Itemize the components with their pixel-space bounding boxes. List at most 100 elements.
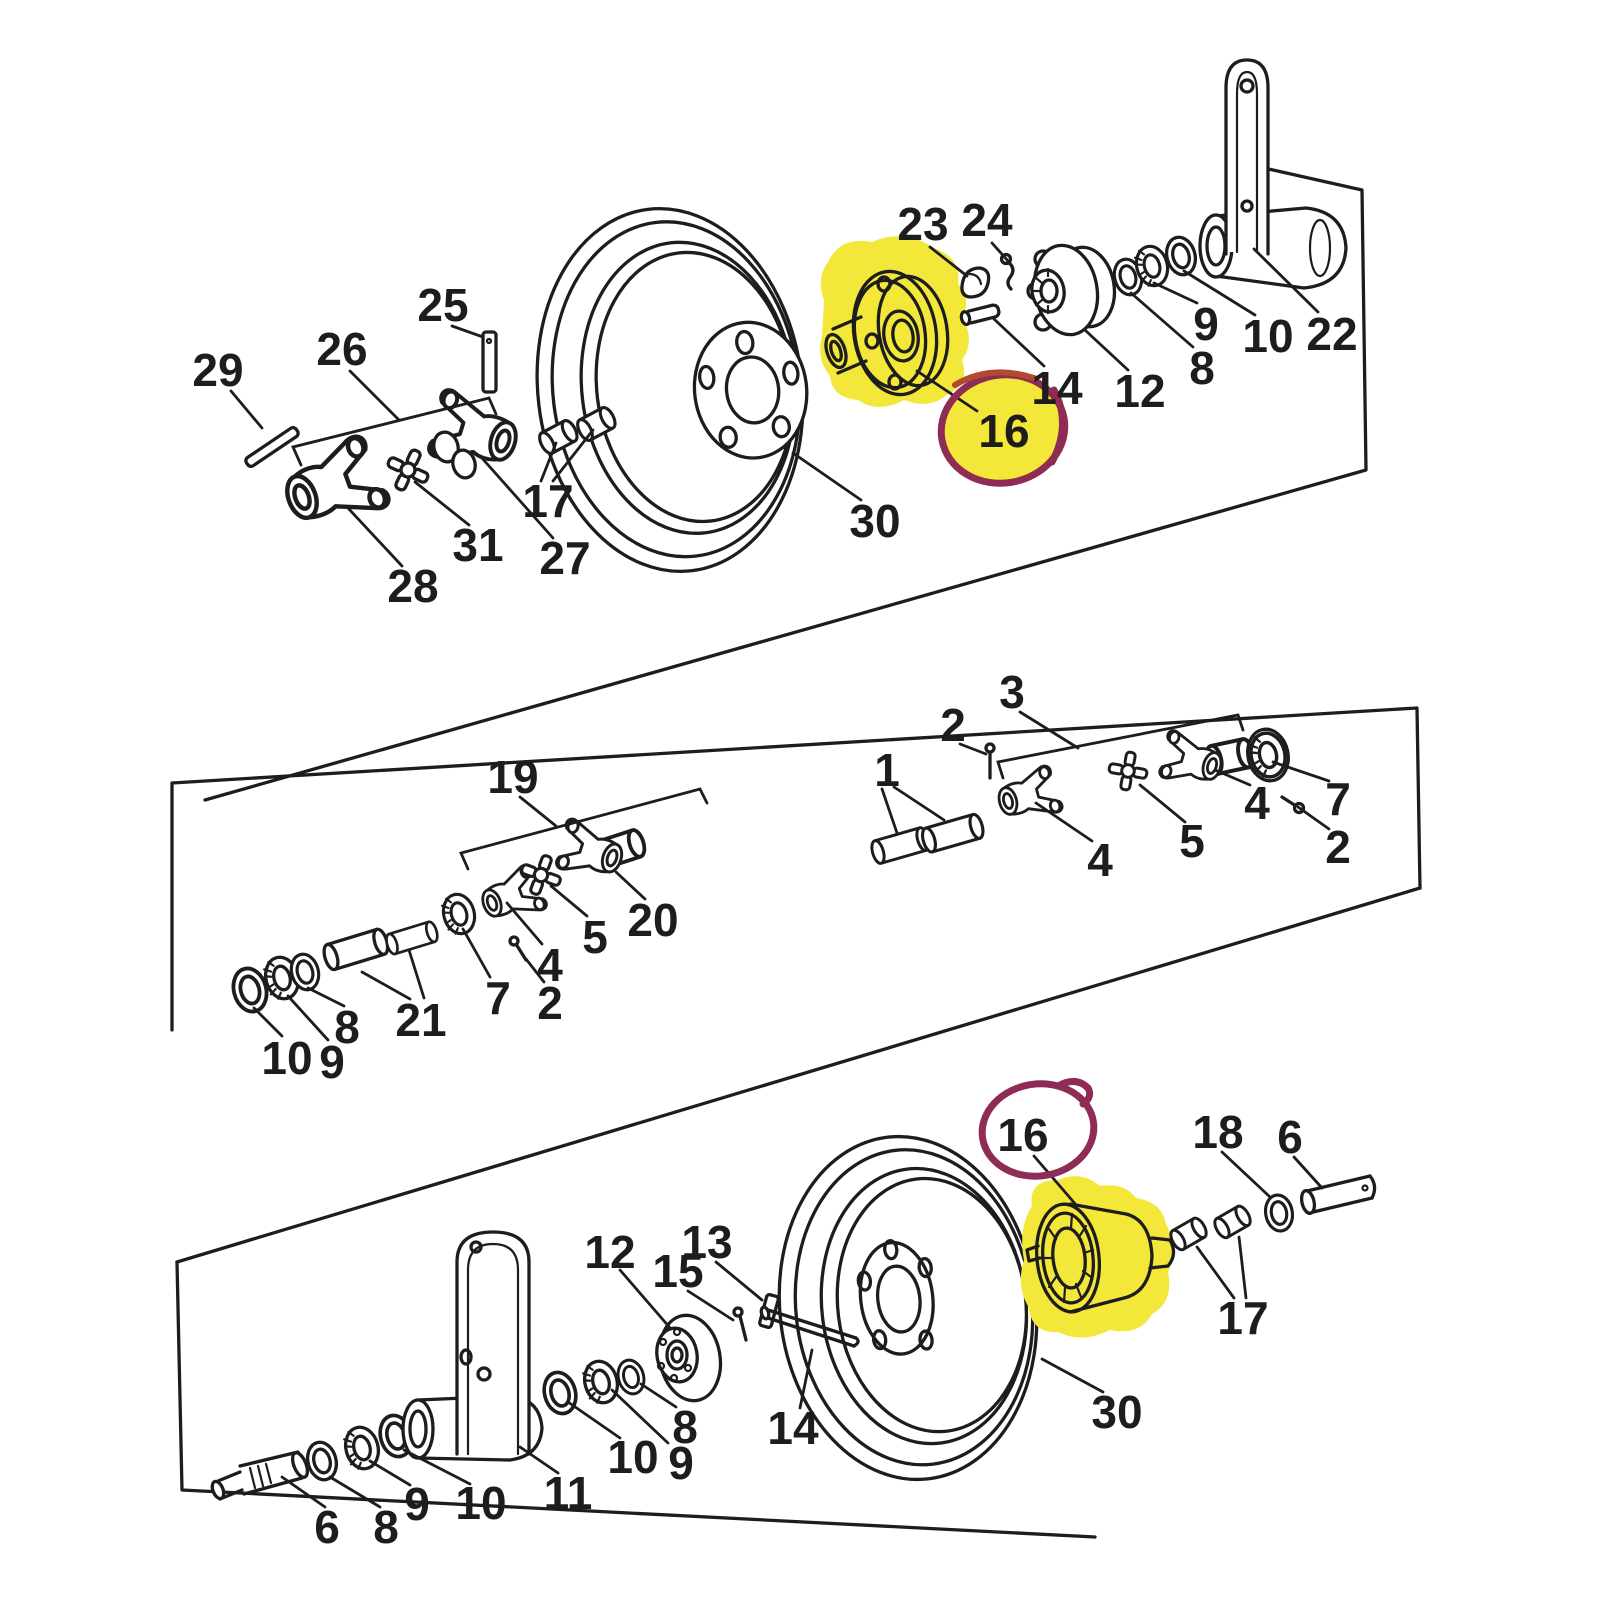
callout-mid-4a: 4 bbox=[537, 939, 563, 991]
callout-top-27: 27 bbox=[539, 532, 590, 584]
callout-mid-1: 1 bbox=[874, 744, 900, 796]
part-yoke-20 bbox=[551, 816, 630, 887]
part-ring-8a bbox=[301, 1437, 343, 1485]
callout-labels: 29 26 25 28 31 27 17 30 23 24 14 16 12 8… bbox=[192, 194, 1357, 1553]
part-hub-16-top bbox=[824, 269, 950, 397]
callout-bot-8a: 8 bbox=[373, 1501, 399, 1553]
panel-divider bbox=[175, 886, 1422, 1264]
part-hub-12-bottom bbox=[655, 1313, 723, 1403]
callout-top-14: 14 bbox=[1031, 362, 1083, 414]
callout-top-28: 28 bbox=[387, 560, 438, 612]
part-tube-21a bbox=[319, 925, 392, 973]
callout-mid-9: 9 bbox=[319, 1036, 345, 1088]
callout-bot-9b: 9 bbox=[668, 1437, 694, 1489]
callout-top-31: 31 bbox=[452, 519, 503, 571]
marker-curl-bottom bbox=[1054, 1078, 1094, 1108]
part-clip-23 bbox=[960, 266, 991, 299]
callout-top-25: 25 bbox=[417, 279, 468, 331]
callout-bot-12: 12 bbox=[584, 1226, 635, 1278]
leaders-bottom bbox=[280, 1150, 1324, 1509]
callout-top-10: 10 bbox=[1242, 310, 1293, 362]
part-yoke-4c bbox=[1154, 727, 1229, 794]
part-shaft-6a bbox=[210, 1450, 310, 1501]
leaders-top bbox=[229, 241, 1320, 568]
callout-mid-20: 20 bbox=[627, 894, 678, 946]
callout-top-9: 9 bbox=[1193, 298, 1219, 350]
callout-top-29: 29 bbox=[192, 344, 243, 396]
callout-bot-11: 11 bbox=[544, 1467, 593, 1519]
callout-mid-4b: 4 bbox=[1087, 834, 1113, 886]
part-wheel-30-top bbox=[535, 206, 809, 574]
part-bushing-17d bbox=[1210, 1202, 1255, 1242]
highlight-markers bbox=[937, 369, 1098, 1180]
callout-mid-5a: 5 bbox=[582, 911, 608, 963]
callout-top-30: 30 bbox=[849, 495, 900, 547]
part-pin-25 bbox=[481, 330, 498, 394]
panel-top bbox=[203, 161, 1368, 802]
callout-bot-17: 17 bbox=[1217, 1292, 1268, 1344]
callout-top-22: 22 bbox=[1306, 308, 1357, 360]
callout-mid-3: 3 bbox=[999, 666, 1025, 718]
callout-bot-6b: 6 bbox=[1277, 1111, 1303, 1163]
callout-mid-4c: 4 bbox=[1244, 777, 1270, 829]
part-wheel-30-bottom bbox=[777, 1134, 1039, 1482]
callout-bot-10a: 10 bbox=[455, 1477, 506, 1529]
leader-lines bbox=[229, 241, 1331, 1509]
callout-bot-9a: 9 bbox=[404, 1478, 430, 1530]
bracket-26 bbox=[291, 396, 498, 467]
callout-mid-7b: 7 bbox=[1325, 773, 1351, 825]
part-tube-21b bbox=[383, 919, 441, 957]
part-pin-6b bbox=[1299, 1174, 1377, 1215]
leaders-middle bbox=[252, 710, 1331, 1042]
callout-mid-2b: 2 bbox=[940, 699, 966, 751]
part-ring-10b bbox=[537, 1367, 583, 1419]
callout-top-24: 24 bbox=[961, 194, 1013, 246]
callout-mid-8: 8 bbox=[334, 1001, 360, 1053]
marker-ellipse-bottom bbox=[978, 1080, 1098, 1180]
callout-bot-13: 13 bbox=[681, 1216, 732, 1268]
top-assembly bbox=[244, 58, 1348, 574]
part-pin-15 bbox=[732, 1306, 748, 1342]
part-yoke-4b bbox=[992, 762, 1065, 828]
panel-bottom bbox=[175, 1260, 1097, 1539]
callout-top-8: 8 bbox=[1189, 342, 1215, 394]
part-hub-12-top bbox=[1026, 243, 1117, 337]
marker-arc-top bbox=[952, 369, 1037, 388]
callout-top-23: 23 bbox=[897, 198, 948, 250]
callout-top-16: 16 bbox=[978, 405, 1029, 457]
middle-assembly bbox=[226, 727, 1306, 1018]
callout-bot-30: 30 bbox=[1091, 1386, 1142, 1438]
part-pin-2-mid bbox=[508, 935, 528, 962]
part-gear-9b bbox=[578, 1355, 624, 1409]
callout-mid-21: 21 bbox=[395, 994, 446, 1046]
panel-outlines bbox=[170, 161, 1422, 1539]
callout-mid-10: 10 bbox=[261, 1032, 312, 1084]
callout-bot-8b: 8 bbox=[672, 1401, 698, 1453]
part-arm-11 bbox=[401, 1230, 544, 1462]
highlight-ellipse-top bbox=[941, 374, 1065, 484]
bracket-19 bbox=[459, 787, 709, 871]
part-ring-8b bbox=[612, 1355, 650, 1399]
callout-mid-5b: 5 bbox=[1179, 815, 1205, 867]
part-nut-7-mid bbox=[437, 889, 481, 939]
part-rod-14 bbox=[759, 1305, 860, 1348]
callout-bot-14: 14 bbox=[767, 1402, 819, 1454]
callout-top-12: 12 bbox=[1114, 365, 1165, 417]
part-hub-16-bottom bbox=[1025, 1202, 1176, 1314]
part-arm-22 bbox=[1198, 58, 1348, 290]
callout-bot-16: 16 bbox=[997, 1109, 1048, 1161]
part-pin-14 bbox=[959, 303, 1001, 327]
callout-bot-18: 18 bbox=[1192, 1106, 1243, 1158]
part-washer-18 bbox=[1261, 1191, 1297, 1235]
callout-top-17: 17 bbox=[522, 475, 573, 527]
callout-mid-2c: 2 bbox=[1325, 821, 1351, 873]
panel-middle bbox=[170, 706, 1422, 1032]
callout-mid-7: 7 bbox=[485, 972, 511, 1024]
callout-top-26: 26 bbox=[316, 323, 367, 375]
callout-bot-15: 15 bbox=[652, 1245, 703, 1297]
bracket-3 bbox=[996, 713, 1245, 780]
callout-bot-6a: 6 bbox=[314, 1501, 340, 1553]
part-pin-29 bbox=[244, 425, 300, 469]
